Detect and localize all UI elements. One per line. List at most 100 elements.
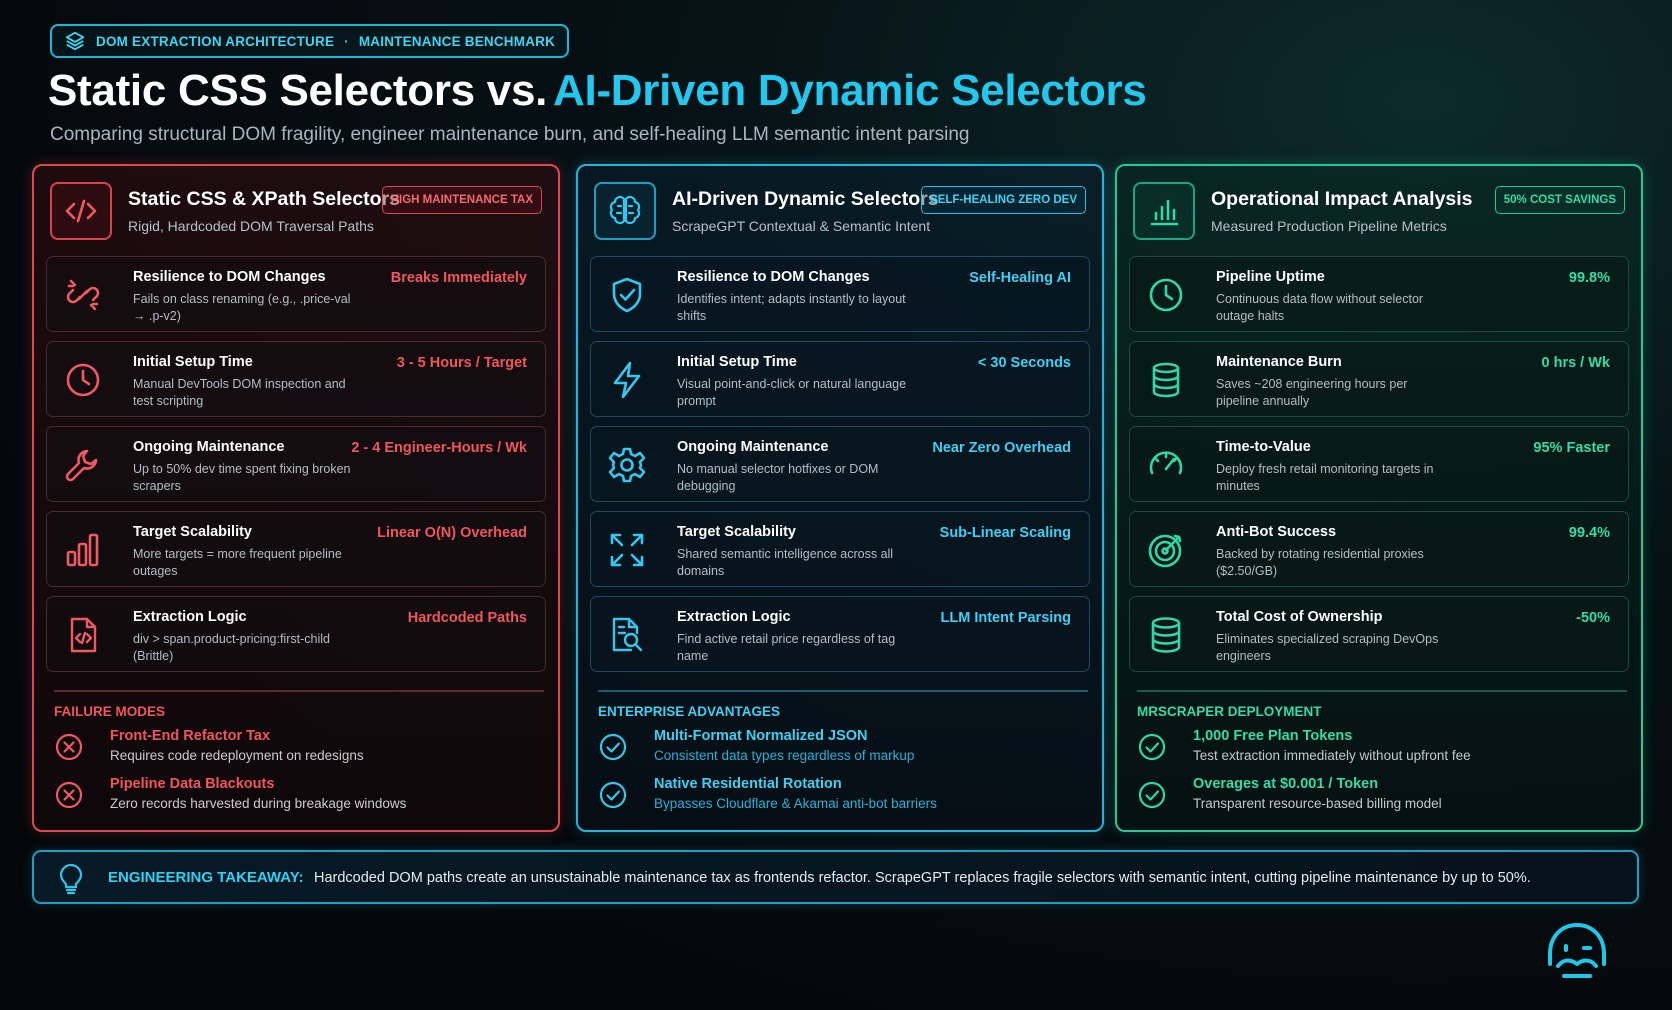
kicker-dot: · [344,33,349,49]
row-label: Extraction Logic [133,609,247,625]
row-desc: Deploy fresh retail monitoring targets i… [1216,462,1434,493]
row-value: Breaks Immediately [390,270,527,286]
bar-chart-icon [1133,182,1195,240]
failure-item: Pipeline Data Blackouts Zero records har… [54,776,544,824]
ai-row-scalability: Target Scalability Shared semantic intel… [590,511,1090,587]
deployment-item: 1,000 Free Plan Tokens Test extraction i… [1137,728,1627,776]
row-label: Target Scalability [133,524,252,540]
advantage-item: Native Residential Rotation Bypasses Clo… [598,776,1088,824]
divider [1137,690,1627,692]
ai-selectors-panel: AI-Driven Dynamic Selectors ScrapeGPT Co… [576,164,1104,832]
wrench-icon [65,449,98,482]
row-label: Ongoing Maintenance [133,439,285,455]
clock-icon [66,363,100,397]
page-subtitle: Comparing structural DOM fragility, engi… [50,124,970,145]
static-panel-title: Static CSS & XPath Selectors [128,188,401,210]
impact-panel-title: Operational Impact Analysis [1211,188,1473,210]
row-value: Self-Healing AI [969,270,1071,286]
lightning-icon [613,361,641,399]
row-label: Initial Setup Time [677,354,797,370]
expand-icon [610,533,644,567]
item-title: Native Residential Rotation [654,776,842,792]
static-row-resilience: Resilience to DOM Changes Fails on class… [46,256,546,332]
row-label: Total Cost of Ownership [1216,609,1383,625]
row-desc: No manual selector hotfixes or DOM debug… [677,462,879,493]
row-value: 3 - 5 Hours / Target [396,355,527,371]
static-panel-header: Static CSS & XPath Selectors Rigid, Hard… [50,182,542,240]
row-value: 95% Faster [1533,440,1610,456]
x-circle-icon [55,781,83,809]
kicker-right: MAINTENANCE BENCHMARK [358,33,556,49]
database-icon [1151,617,1181,653]
row-desc: Up to 50% dev time spent fixing broken s… [133,462,351,493]
advantage-item: Multi-Format Normalized JSON Consistent … [598,728,1088,776]
check-circle-icon [1138,733,1166,761]
impact-row-anti-bot: Anti-Bot Success Backed by rotating resi… [1129,511,1629,587]
check-circle-icon [599,781,627,809]
static-row-maintenance: Ongoing Maintenance Up to 50% dev time s… [46,426,546,502]
row-desc: Eliminates specialized scraping DevOps e… [1216,632,1439,663]
row-label: Resilience to DOM Changes [133,269,326,285]
item-title: Front-End Refactor Tax [110,728,271,744]
check-circle-icon [599,733,627,761]
row-label: Extraction Logic [677,609,791,625]
row-desc: Fails on class renaming (e.g., .price-va… [133,292,351,323]
kicker-left: DOM EXTRACTION ARCHITECTURE [96,33,335,49]
database-icon [1152,362,1180,398]
row-label: Ongoing Maintenance [677,439,829,455]
row-label: Initial Setup Time [133,354,253,370]
row-value: < 30 Seconds [977,355,1071,371]
row-value: 2 - 4 Engineer-Hours / Wk [351,440,527,456]
impact-panel-header: Operational Impact Analysis Measured Pro… [1133,182,1625,240]
mrscraper-mascot-icon [1548,923,1606,978]
row-desc: Identifies intent; adapts instantly to l… [677,292,906,323]
impact-analysis-panel: Operational Impact Analysis Measured Pro… [1115,164,1643,832]
code-file-icon [70,617,97,653]
row-value: Sub-Linear Scaling [939,525,1071,541]
item-desc: Requires code redeployment on redesigns [110,748,364,763]
lightbulb-icon [59,863,83,895]
row-desc: More targets = more frequent pipeline ou… [133,547,342,578]
row-desc: Manual DevTools DOM inspection and test … [133,377,346,408]
row-desc: Visual point-and-click or natural langua… [677,377,907,408]
item-title: Overages at $0.001 / Token [1193,776,1379,792]
ai-panel-subtitle: ScrapeGPT Contextual & Semantic Intent [672,218,931,234]
enterprise-advantages-title: ENTERPRISE ADVANTAGES [598,704,781,719]
check-circle-icon [1138,781,1166,809]
impact-row-uptime: Pipeline Uptime Continuous data flow wit… [1129,256,1629,332]
takeaway-label: ENGINEERING TAKEAWAY: [108,869,304,886]
item-desc: Consistent data types regardless of mark… [654,748,915,763]
row-label: Resilience to DOM Changes [677,269,870,285]
ai-panel-header: AI-Driven Dynamic Selectors ScrapeGPT Co… [594,182,1086,240]
target-icon [1148,534,1182,568]
static-row-extraction: Extraction Logic div > span.product-pric… [46,596,546,672]
row-value: 99.8% [1568,270,1610,286]
static-panel-badge: HIGH MAINTENANCE TAX [381,186,542,214]
row-label: Maintenance Burn [1216,354,1342,370]
row-desc: Backed by rotating residential proxies (… [1216,547,1424,578]
row-value: Near Zero Overhead [932,440,1071,456]
row-desc: Shared semantic intelligence across all … [677,547,894,578]
broken-link-icon [66,279,100,311]
ai-row-resilience: Resilience to DOM Changes Identifies int… [590,256,1090,332]
item-title: Multi-Format Normalized JSON [654,728,868,744]
document-search-icon [612,617,643,652]
gear-icon [608,447,646,483]
ai-row-extraction: Extraction Logic Find active retail pric… [590,596,1090,672]
takeaway-text: Hardcoded DOM paths create an unsustaina… [314,870,1531,886]
code-icon [50,182,112,240]
item-desc: Test extraction immediately without upfr… [1193,748,1471,763]
static-row-setup: Initial Setup Time Manual DevTools DOM i… [46,341,546,417]
row-label: Time-to-Value [1216,439,1311,455]
item-desc: Transparent resource-based billing model [1193,796,1442,811]
item-title: Pipeline Data Blackouts [110,776,275,792]
layers-icon [65,31,85,51]
ai-panel-badge: SELF-HEALING ZERO DEV [921,186,1086,214]
clock-icon [1149,278,1183,312]
row-value: Hardcoded Paths [407,610,527,626]
failure-modes-title: FAILURE MODES [54,704,166,719]
row-desc: Continuous data flow without selector ou… [1216,292,1424,323]
static-selectors-panel: Static CSS & XPath Selectors Rigid, Hard… [32,164,560,832]
item-desc: Bypasses Cloudflare & Akamai anti-bot ba… [654,796,937,811]
impact-row-maintenance-burn: Maintenance Burn Saves ~208 engineering … [1129,341,1629,417]
